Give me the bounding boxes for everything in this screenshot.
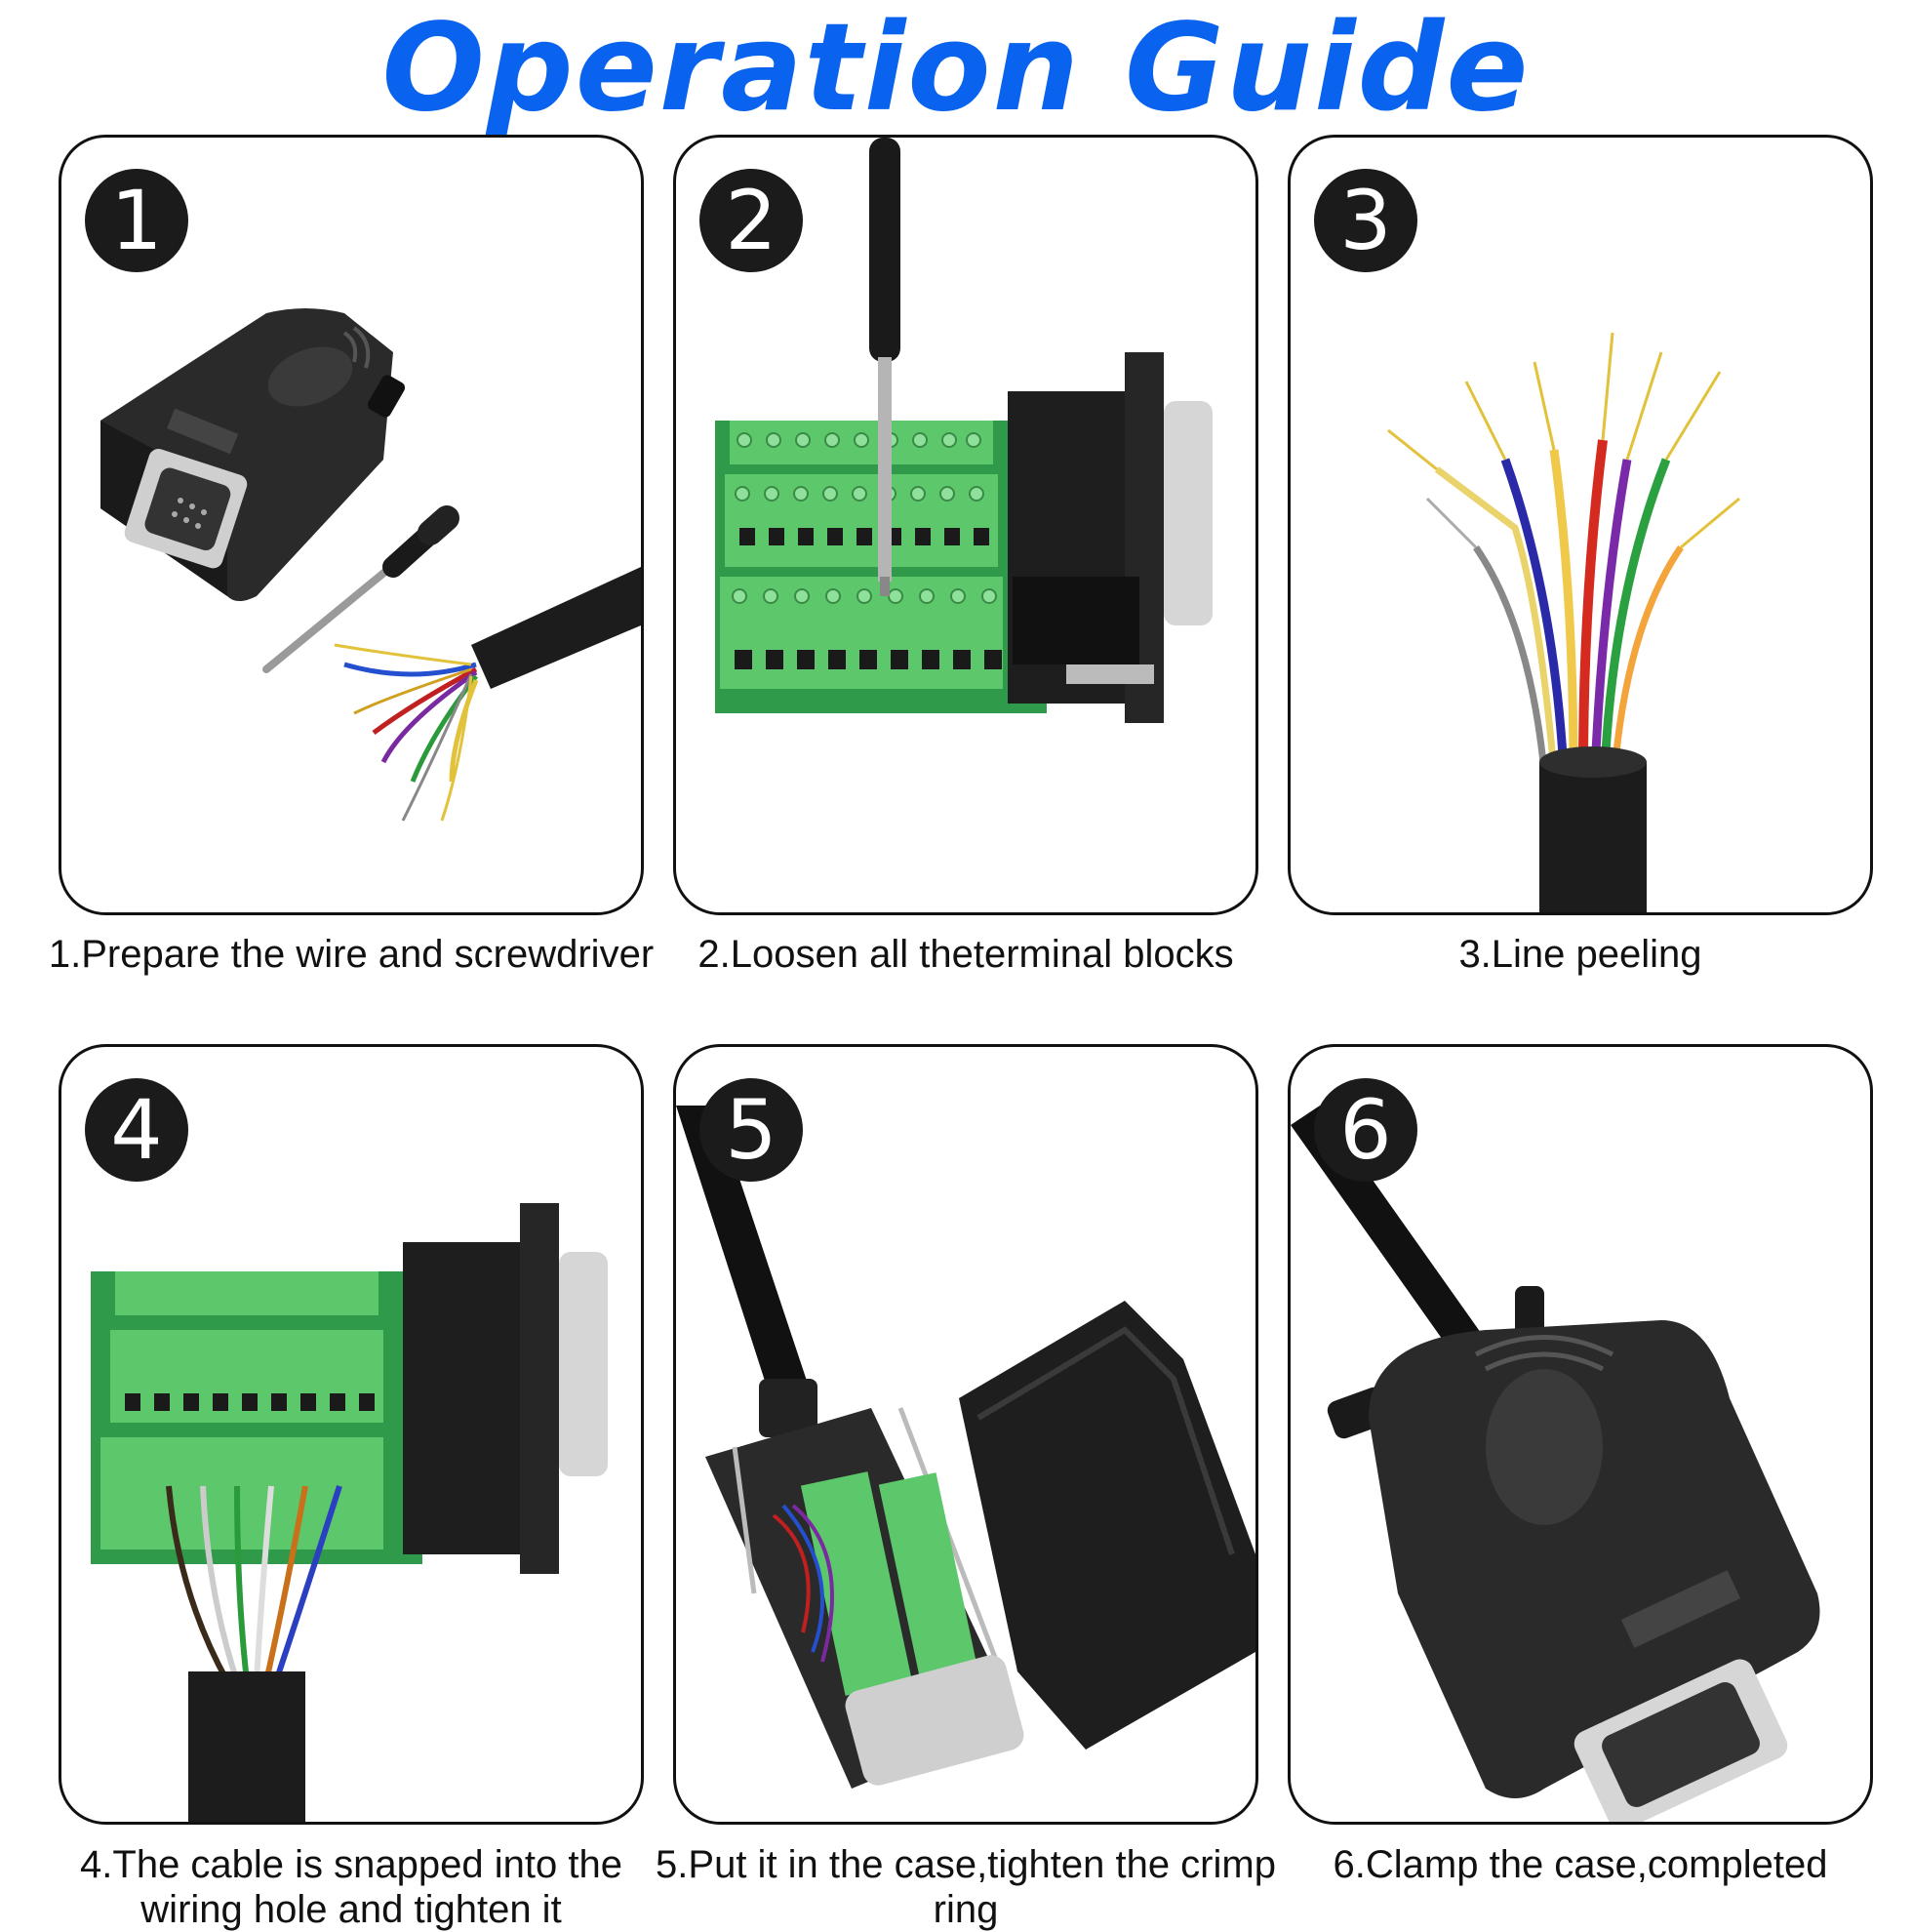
step-3-panel: 3 <box>1288 135 1873 915</box>
step-2-panel: 2 <box>673 135 1258 915</box>
step-1-illustration <box>100 308 641 822</box>
step-4-number-badge: 4 <box>85 1078 188 1182</box>
step-3-caption: 3.Line peeling <box>1458 933 1702 976</box>
step-4-illustration <box>91 1203 608 1822</box>
step-6-panel: 6 <box>1288 1044 1873 1825</box>
page-title: Operation Guide <box>381 0 1531 139</box>
cable-icon <box>676 1106 817 1437</box>
dsub-hood-icon <box>100 308 406 601</box>
stripped-cable-icon <box>1387 332 1740 912</box>
wired-cable-icon <box>166 1485 342 1822</box>
dsub-connector-icon <box>1008 352 1213 723</box>
step-3-number-badge: 3 <box>1314 169 1417 272</box>
step-6-caption: 6.Clamp the case,completed <box>1333 1843 1828 1886</box>
step-5-number-badge: 5 <box>699 1078 803 1182</box>
terminal-board-icon <box>715 421 1047 713</box>
step-4-caption: 4.The cable is snapped into the wiring h… <box>80 1843 622 1931</box>
step-2-caption: 2.Loosen all theterminal blocks <box>697 933 1234 976</box>
screwdriver-icon <box>869 138 900 596</box>
screwdriver-icon <box>262 505 459 673</box>
cable-icon <box>334 567 641 822</box>
step-1-panel: 1 <box>59 135 644 915</box>
step-2-number-badge: 2 <box>699 169 803 272</box>
closed-dsub-connector-icon <box>1327 1286 1820 1822</box>
step-2-illustration <box>715 138 1213 723</box>
terminal-board-icon <box>91 1271 422 1564</box>
step-6-number-badge: 6 <box>1314 1078 1417 1182</box>
step-4-panel: 4 <box>59 1044 644 1825</box>
step-1-caption: 1.Prepare the wire and screwdriver <box>48 933 655 976</box>
step-5-illustration <box>676 1106 1255 1789</box>
dsub-connector-icon <box>403 1203 608 1574</box>
open-case-icon <box>705 1301 1255 1789</box>
step-5-panel: 5 <box>673 1044 1258 1825</box>
step-3-illustration <box>1387 332 1740 912</box>
step-5-caption: 5.Put it in the case,tighten the crimp r… <box>656 1843 1276 1931</box>
step-1-number-badge: 1 <box>85 169 188 272</box>
